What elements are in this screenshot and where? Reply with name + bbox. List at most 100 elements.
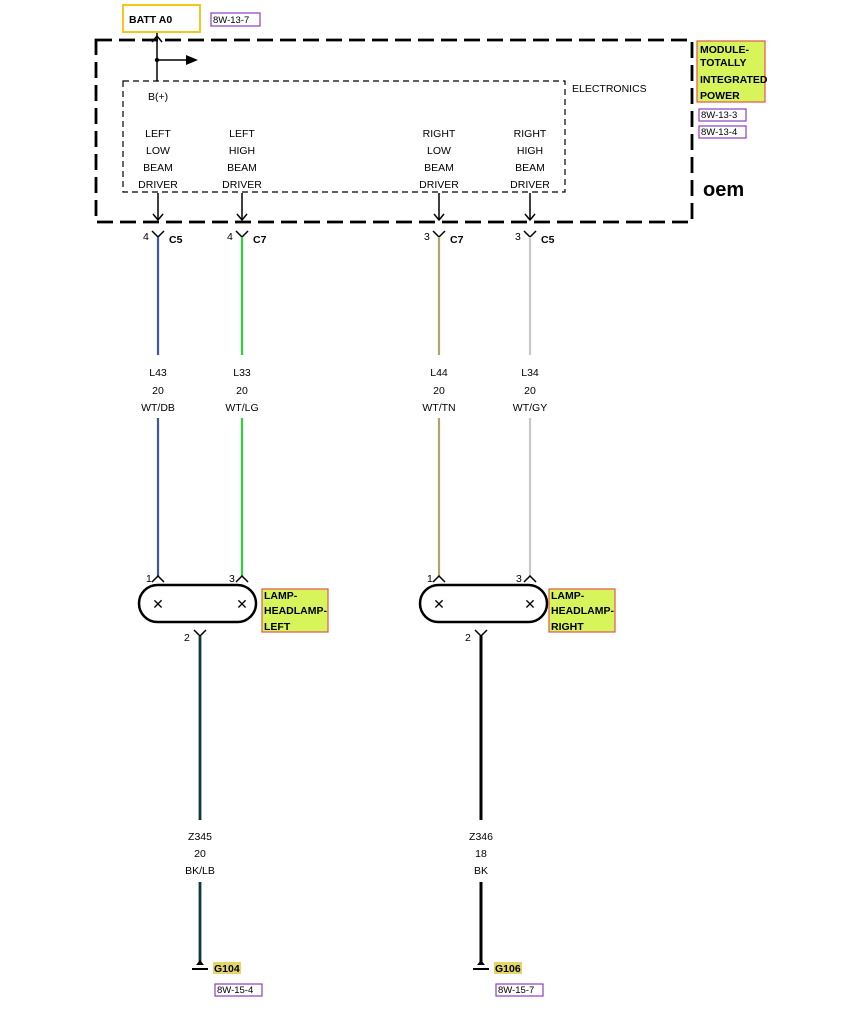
wire-l34-circuit: L34 (521, 367, 539, 379)
driver-3-connector-symbol (432, 230, 446, 239)
driver-2-line-3: BEAM (227, 162, 257, 174)
driver-4-connector[interactable]: C5 (541, 234, 555, 246)
wire-l43-circuit: L43 (149, 367, 167, 379)
ground-g106-icon (477, 960, 485, 965)
ground-g104-ref-link[interactable]: 8W-15-4 (217, 985, 253, 996)
battery-ref-box[interactable] (210, 12, 261, 27)
ground-g104-label[interactable]: G104 (214, 963, 240, 975)
ground-g104-ref-box[interactable] (214, 983, 263, 997)
lamp-right-x-icon-1: ✕ (433, 596, 445, 612)
ground-g106-label[interactable]: G106 (495, 963, 521, 975)
wire-l44-gauge: 20 (433, 385, 445, 397)
battery-feed-arrowhead (151, 34, 163, 43)
wire-l33-color: WT/LG (225, 402, 258, 414)
wire-l44-color: WT/TN (422, 402, 455, 414)
module-name-line-4: POWER (700, 90, 740, 102)
driver-3-pin: 3 (424, 231, 430, 243)
driver-2-pin: 4 (227, 231, 233, 243)
driver-1-line-1: LEFT (145, 128, 171, 140)
ground-g106-box (494, 962, 522, 974)
lamp-right-name-line-3: RIGHT (551, 621, 584, 633)
driver-2-line-1: LEFT (229, 128, 255, 140)
ground-circuit-left: Z345 20 BK/LB G104 8W-15-4 (185, 636, 263, 997)
driver-4-connector-symbol (523, 230, 537, 239)
driver-column-1: LEFT LOW BEAM DRIVER 4 C5 L43 20 WT/DB 1 (138, 128, 182, 585)
driver-2-connector[interactable]: C7 (253, 234, 267, 246)
wire-z346-color: BK (474, 865, 488, 877)
driver-4-line-2: HIGH (517, 145, 543, 157)
module-name-line-1: MODULE- (700, 44, 749, 56)
ground-g104-box (213, 962, 241, 974)
lamp-right-pin-1-symbol (432, 574, 446, 583)
wire-z345-color: BK/LB (185, 865, 215, 877)
lamp-right-ground-pin: 2 (465, 632, 471, 644)
driver-1-pin: 4 (143, 231, 149, 243)
module-ref-link-1[interactable]: 8W-13-3 (701, 110, 737, 121)
supply-label: B(+) (148, 91, 168, 103)
driver-column-2: LEFT HIGH BEAM DRIVER 4 C7 L33 20 WT/LG … (222, 128, 266, 585)
battery-ref-link[interactable]: 8W-13-7 (213, 15, 249, 26)
ground-g106-ref-box[interactable] (495, 983, 544, 997)
module-name-line-3: INTEGRATED (700, 74, 768, 86)
driver-1-connector[interactable]: C5 (169, 234, 183, 246)
ground-g104-icon (196, 960, 204, 965)
lamp-left-pin-1: 1 (146, 573, 152, 585)
driver-1-arrowhead (152, 213, 164, 222)
wire-z346-circuit: Z346 (469, 831, 493, 843)
module-ref-link-2[interactable]: 8W-13-4 (701, 127, 737, 138)
wire-l43-color: WT/DB (141, 402, 175, 414)
lamp-left-name-line-1: LAMP- (264, 590, 298, 602)
driver-1-line-3: BEAM (143, 162, 173, 174)
driver-3-line-2: LOW (427, 145, 451, 157)
lamp-left-x-icon-1: ✕ (152, 596, 164, 612)
module-name-box (696, 40, 766, 103)
wire-l33-circuit: L33 (233, 367, 251, 379)
driver-3-connector[interactable]: C7 (450, 234, 464, 246)
lamp-right-pin-3: 3 (516, 573, 522, 585)
battery-label: BATT A0 (129, 14, 172, 26)
lamp-right-name-line-2: HEADLAMP- (551, 605, 614, 617)
wire-z345-circuit: Z345 (188, 831, 212, 843)
lamp-headlamp-left: ✕ ✕ LAMP- HEADLAMP- LEFT 2 (137, 583, 329, 644)
lamp-left-name-box (261, 588, 329, 633)
electronics-box (122, 80, 566, 193)
branch-arrow (186, 55, 198, 65)
driver-3-line-3: BEAM (424, 162, 454, 174)
lamp-left-pin-3: 3 (229, 573, 235, 585)
driver-1-line-2: LOW (146, 145, 170, 157)
driver-2-line-4: DRIVER (222, 179, 262, 191)
branch-node (154, 57, 160, 63)
lamp-right-pin-3-symbol (523, 574, 537, 583)
lamp-left-ground-pin-symbol (193, 629, 207, 638)
lamp-left-ground-pin: 2 (184, 632, 190, 644)
lamp-left-pin-3-symbol (235, 574, 249, 583)
module-ref-box-1[interactable] (698, 108, 747, 122)
driver-3-arrowhead (433, 213, 445, 222)
driver-2-line-2: HIGH (229, 145, 255, 157)
lamp-right-name-box (548, 588, 616, 633)
battery-box (122, 4, 201, 33)
lamp-left-name-line-3: LEFT (264, 621, 291, 633)
driver-4-line-3: BEAM (515, 162, 545, 174)
module-ref-box-2[interactable] (698, 125, 747, 139)
driver-2-connector-symbol (235, 230, 249, 239)
lamp-right-body (418, 583, 549, 624)
wire-l34-color: WT/GY (513, 402, 547, 414)
lamp-right-ground-pin-symbol (474, 629, 488, 638)
driver-column-4: RIGHT HIGH BEAM DRIVER 3 C5 L34 20 WT/GY… (510, 128, 554, 585)
module-outline (94, 38, 694, 224)
wire-l34-gauge: 20 (524, 385, 536, 397)
ground-g106-ref-link[interactable]: 8W-15-7 (498, 985, 534, 996)
lamp-left-pin-1-symbol (151, 574, 165, 583)
wire-l43-gauge: 20 (152, 385, 164, 397)
driver-4-arrowhead (524, 213, 536, 222)
wire-l44-circuit: L44 (430, 367, 448, 379)
lamp-left-body (137, 583, 258, 624)
driver-1-connector-symbol (151, 230, 165, 239)
wire-l33-gauge: 20 (236, 385, 248, 397)
driver-column-3: RIGHT LOW BEAM DRIVER 3 C7 L44 20 WT/TN … (419, 128, 463, 585)
lamp-right-name-line-1: LAMP- (551, 590, 585, 602)
wire-z345-gauge: 20 (194, 848, 206, 860)
